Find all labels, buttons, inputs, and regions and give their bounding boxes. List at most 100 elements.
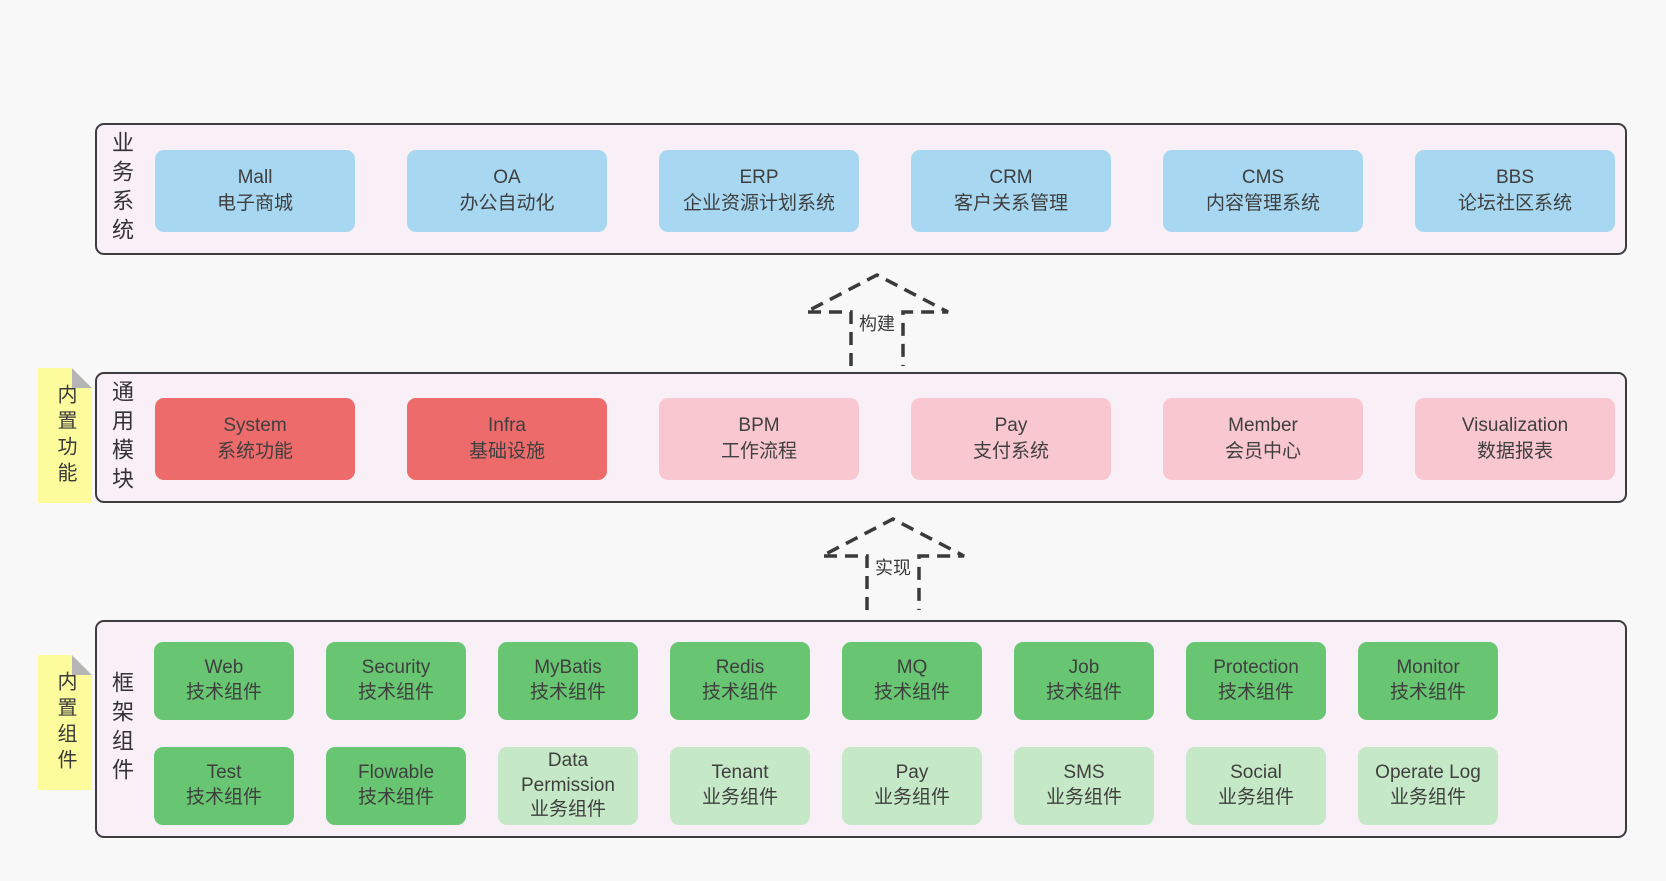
band-label-framework-components: 框架组件 [109, 671, 134, 787]
box-title: Monitor [1396, 657, 1460, 679]
box-title: Data Permission [521, 749, 615, 796]
box-test: Test 技术组件 [154, 747, 294, 825]
band-label-business-systems: 业务系统 [109, 131, 134, 247]
arrow-implement: 实现 [819, 516, 967, 612]
box-subtitle: 业务组件 [529, 799, 606, 821]
box-bbs: BBS 论坛社区系统 [1415, 150, 1615, 232]
box-title: Security [361, 657, 431, 679]
box-subtitle: 基础设施 [468, 441, 545, 462]
box-subtitle: 技术组件 [1389, 682, 1466, 703]
arrow-label-build: 构建 [856, 309, 898, 337]
box-title: Pay [895, 762, 929, 784]
box-title: Test [206, 762, 242, 784]
box-redis: Redis 技术组件 [670, 642, 810, 720]
box-crm: CRM 客户关系管理 [911, 150, 1111, 232]
box-sms: SMS 业务组件 [1014, 747, 1154, 825]
box-title: OA [493, 167, 521, 189]
sticky-label-builtin-features: 内置功能 [54, 383, 76, 488]
box-subtitle: 业务组件 [1045, 787, 1122, 808]
box-title: CMS [1241, 167, 1285, 189]
arrow-build: 构建 [803, 272, 951, 368]
sticky-label-builtin-components: 内置组件 [54, 670, 76, 775]
box-subtitle: 电子商城 [216, 193, 293, 214]
box-subtitle: 工作流程 [720, 441, 797, 462]
box-infra: Infra 基础设施 [407, 398, 607, 480]
box-job: Job 技术组件 [1014, 642, 1154, 720]
sticky-note-builtin-features: 内置功能 [38, 368, 92, 503]
box-subtitle: 支付系统 [972, 441, 1049, 462]
box-subtitle: 企业资源计划系统 [682, 193, 835, 214]
box-title: Mall [237, 167, 273, 189]
box-web: Web 技术组件 [154, 642, 294, 720]
box-title: CRM [989, 167, 1033, 189]
dashed-up-arrow-icon [805, 273, 949, 366]
box-subtitle: 业务组件 [873, 787, 950, 808]
box-subtitle: 技术组件 [185, 787, 262, 808]
box-subtitle: 技术组件 [529, 682, 606, 703]
box-subtitle: 会员中心 [1224, 441, 1301, 462]
arrow-label-implement: 实现 [872, 553, 914, 581]
box-subtitle: 客户关系管理 [953, 193, 1068, 214]
box-subtitle: 业务组件 [1389, 787, 1466, 808]
box-subtitle: 技术组件 [1217, 682, 1294, 703]
box-subtitle: 技术组件 [185, 682, 262, 703]
box-title: Job [1068, 657, 1100, 679]
box-bpm: BPM 工作流程 [659, 398, 859, 480]
box-subtitle: 业务组件 [701, 787, 778, 808]
box-pay: Pay 业务组件 [842, 747, 982, 825]
box-title: MyBatis [534, 657, 602, 679]
box-security: Security 技术组件 [326, 642, 466, 720]
box-subtitle: 办公自动化 [459, 193, 555, 214]
box-subtitle: 论坛社区系统 [1457, 193, 1572, 214]
box-cms: CMS 内容管理系统 [1163, 150, 1363, 232]
box-title: Social [1230, 762, 1282, 784]
box-title: Operate Log [1375, 762, 1481, 784]
box-protection: Protection 技术组件 [1186, 642, 1326, 720]
box-subtitle: 技术组件 [1045, 682, 1122, 703]
box-flowable: Flowable 技术组件 [326, 747, 466, 825]
box-member: Member 会员中心 [1163, 398, 1363, 480]
box-title: Redis [715, 657, 765, 679]
box-mq: MQ 技术组件 [842, 642, 982, 720]
dashed-up-arrow-icon [821, 517, 965, 610]
box-operate-log: Operate Log 业务组件 [1358, 747, 1498, 825]
box-title: Protection [1213, 657, 1299, 679]
box-title: BBS [1495, 167, 1535, 189]
box-title: Web [204, 657, 244, 679]
box-oa: OA 办公自动化 [407, 150, 607, 232]
box-subtitle: 系统功能 [216, 441, 293, 462]
box-pay: Pay 支付系统 [911, 398, 1111, 480]
box-subtitle: 技术组件 [357, 682, 434, 703]
sticky-note-builtin-components: 内置组件 [38, 655, 92, 790]
box-tenant: Tenant 业务组件 [670, 747, 810, 825]
box-title: MQ [896, 657, 928, 679]
band-label-common-modules: 通用模块 [109, 379, 134, 496]
box-title: Flowable [357, 762, 435, 784]
box-monitor: Monitor 技术组件 [1358, 642, 1498, 720]
box-title: Member [1228, 415, 1298, 437]
box-subtitle: 技术组件 [873, 682, 950, 703]
box-subtitle: 内容管理系统 [1205, 193, 1320, 214]
box-title: SMS [1063, 762, 1105, 784]
box-subtitle: 技术组件 [357, 787, 434, 808]
box-mall: Mall 电子商城 [155, 150, 355, 232]
box-title: Tenant [711, 762, 769, 784]
box-title: Infra [487, 415, 527, 437]
box-title: BPM [738, 415, 780, 437]
box-title: Pay [994, 415, 1028, 437]
box-data-permission: Data Permission 业务组件 [498, 747, 638, 825]
box-title: Visualization [1461, 415, 1569, 437]
box-subtitle: 技术组件 [701, 682, 778, 703]
box-mybatis: MyBatis 技术组件 [498, 642, 638, 720]
